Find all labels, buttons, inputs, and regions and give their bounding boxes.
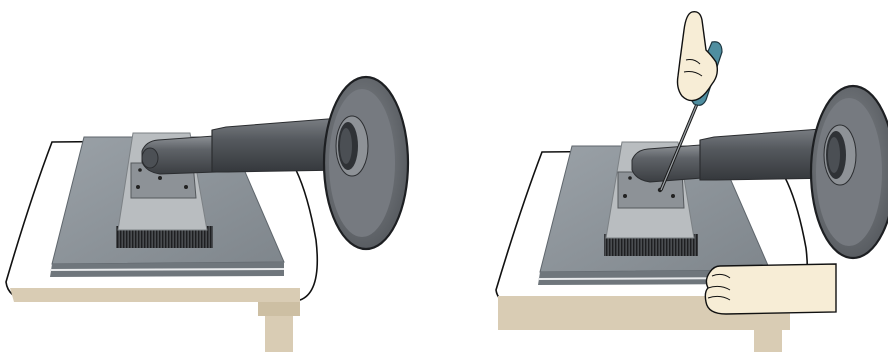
stand-arm (632, 128, 840, 182)
hand-holding-screwdriver-icon (678, 12, 718, 101)
panel-left (6, 77, 408, 352)
stand-base-disc (324, 77, 408, 249)
hand-holding-monitor-icon (705, 264, 836, 314)
table-leg-icon (258, 300, 300, 352)
stand-arm (142, 118, 346, 174)
panel-right (496, 12, 888, 352)
table-edge (10, 288, 300, 302)
stand-base-disc (811, 86, 888, 258)
